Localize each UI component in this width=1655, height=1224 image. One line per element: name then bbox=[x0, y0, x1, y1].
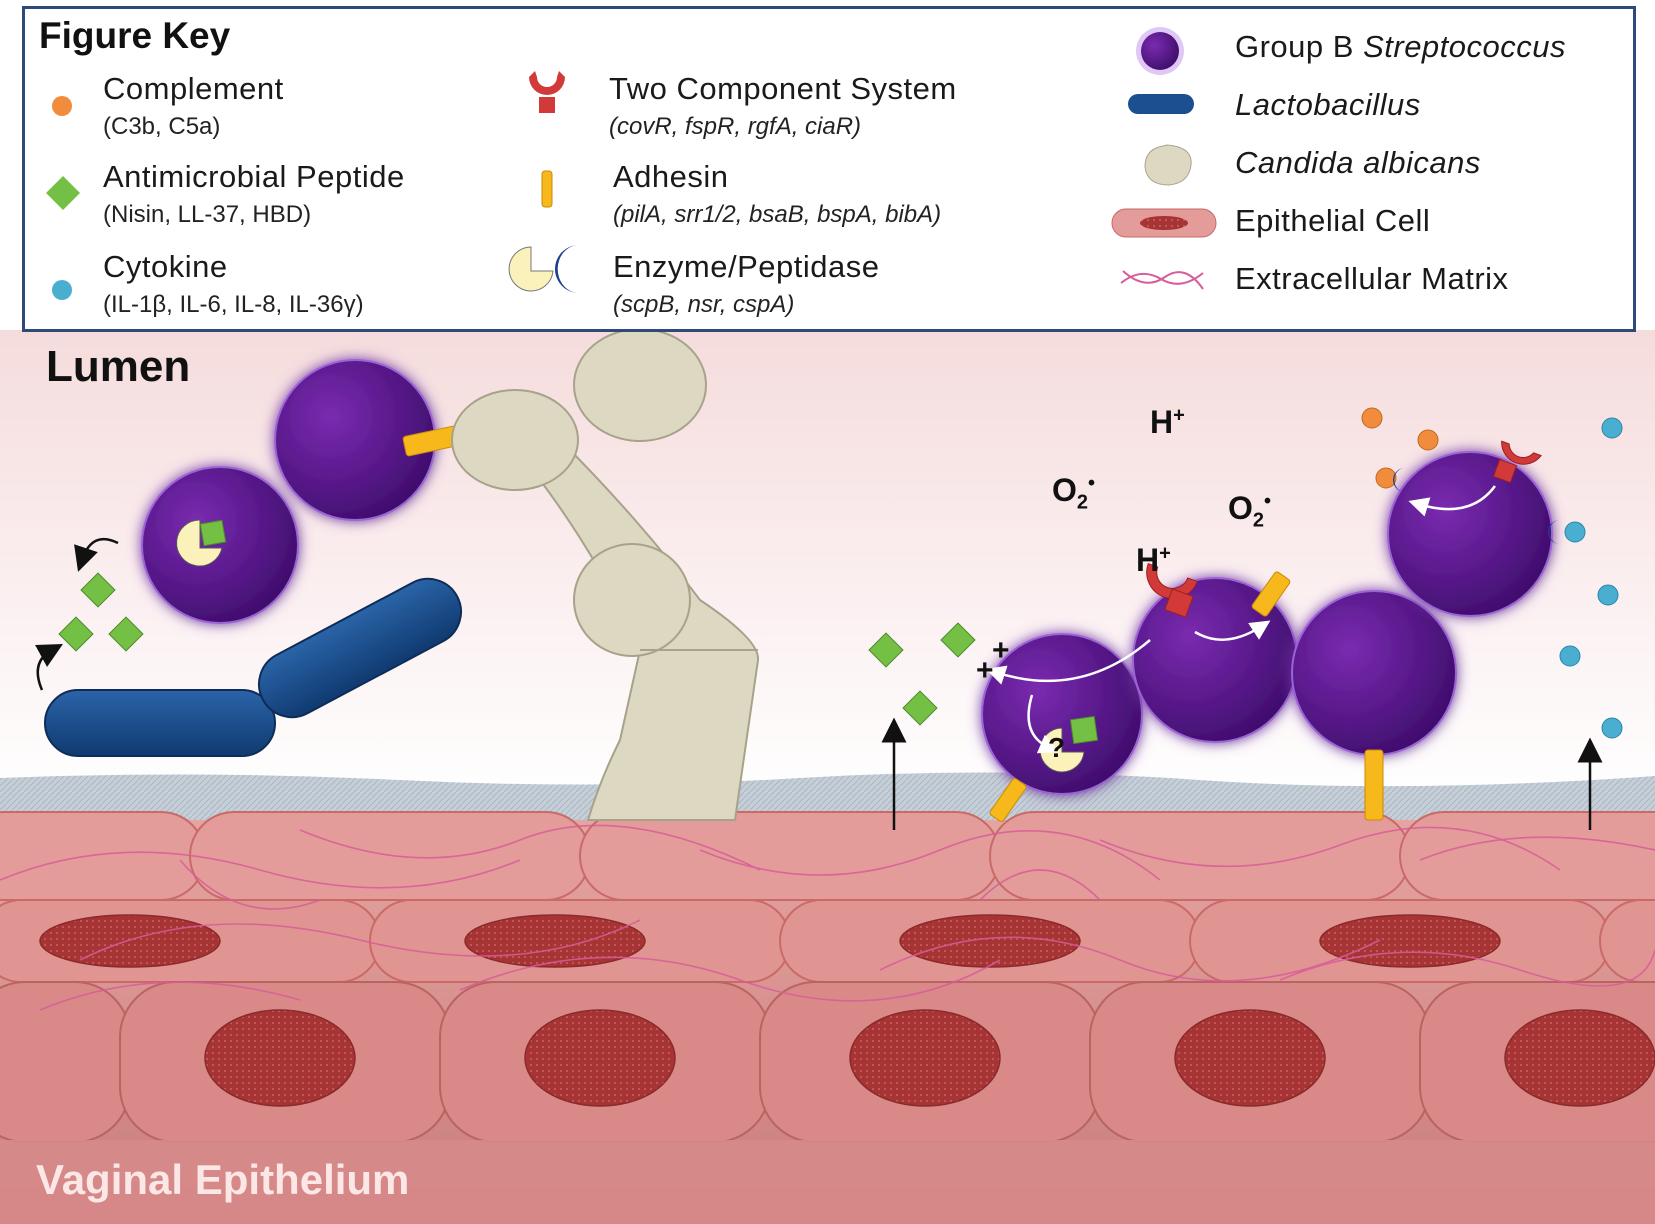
extracellular-matrix-icon bbox=[1120, 270, 1204, 290]
antimicrobial-peptide-icon bbox=[46, 176, 80, 210]
enzyme-inside-gbs-left bbox=[176, 519, 223, 567]
key-label-gbs-plain: Group B bbox=[1235, 29, 1354, 64]
signal-arrow-3 bbox=[1194, 620, 1271, 641]
superoxide-subscript: 2 bbox=[1076, 491, 1089, 514]
positive-charge-2: + bbox=[976, 654, 994, 687]
key-label-gbs-italic: Streptococcus bbox=[1363, 29, 1567, 64]
key-label-epithelial-cell: Epithelial Cell bbox=[1235, 203, 1431, 238]
complement-icon bbox=[52, 96, 72, 116]
proton-label-1: H+ bbox=[1150, 404, 1185, 441]
antimicrobial-peptides-right bbox=[868, 622, 976, 726]
superoxide-dot: • bbox=[1264, 490, 1272, 513]
figure-key: Figure Key Complement (C3b, C5a) Antimic… bbox=[22, 6, 1636, 332]
two-component-system-mid bbox=[1146, 562, 1198, 618]
superoxide-subscript: 2 bbox=[1252, 509, 1265, 532]
proton-label-2: H+ bbox=[1136, 542, 1171, 579]
gbs-cell-right-1 bbox=[981, 633, 1143, 795]
proton-symbol: H bbox=[1136, 542, 1160, 578]
lactobacillus-rod-1 bbox=[44, 689, 276, 757]
key-label-antimicrobial-peptide: Antimicrobial Peptide bbox=[103, 159, 405, 194]
key-sub-antimicrobial-peptide: (Nisin, LL-37, HBD) bbox=[103, 201, 312, 228]
curved-arrow-left-top bbox=[74, 537, 119, 572]
antimicrobial-peptides-left bbox=[58, 572, 144, 652]
key-sub-adhesin: (pilA, srr1/2, bsaB, bspA, bibA) bbox=[613, 201, 942, 228]
cytokine-icon bbox=[52, 280, 72, 300]
candida-albicans-hypha bbox=[451, 328, 760, 821]
epithelial-layer-top bbox=[0, 811, 1655, 901]
gbs-cell-right-4 bbox=[1387, 451, 1553, 617]
cytokine-molecules bbox=[1559, 417, 1623, 739]
extracellular-matrix bbox=[0, 824, 1655, 1011]
two-component-system-top bbox=[1492, 440, 1542, 484]
key-label-enzyme-peptidase: Enzyme/Peptidase bbox=[613, 249, 880, 284]
positive-charge-1: + bbox=[992, 634, 1010, 667]
signal-arrow-4 bbox=[1408, 485, 1497, 517]
peptide-inside-gbs-right bbox=[1069, 715, 1099, 745]
signal-arrow-1 bbox=[985, 639, 1151, 685]
proton-symbol: H bbox=[1150, 404, 1174, 440]
gbs-cell-left-1 bbox=[141, 466, 299, 624]
key-sub-complement: (C3b, C5a) bbox=[103, 113, 221, 140]
epithelial-nuclei-middle bbox=[39, 914, 1501, 968]
superoxide-symbol: O bbox=[1052, 472, 1077, 508]
proton-charge: + bbox=[1173, 404, 1185, 427]
superoxide-label-1: O2• bbox=[1052, 472, 1095, 514]
key-label-group-b-streptococcus: Group B Streptococcus bbox=[1235, 29, 1566, 65]
lumen-label: Lumen bbox=[46, 342, 191, 391]
key-label-two-component-system: Two Component System bbox=[609, 71, 957, 106]
candida-albicans-icon bbox=[1144, 144, 1192, 186]
vaginal-epithelium-label: Vaginal Epithelium bbox=[36, 1156, 410, 1203]
key-label-candida-albicans: Candida albicans bbox=[1235, 145, 1481, 180]
superoxide-symbol: O bbox=[1228, 490, 1253, 526]
superoxide-dot: • bbox=[1088, 472, 1096, 495]
signal-arrow-2 bbox=[1027, 694, 1060, 754]
superoxide-label-2: O2• bbox=[1228, 490, 1271, 532]
key-label-complement: Complement bbox=[103, 71, 284, 106]
two-component-system-icon bbox=[529, 71, 565, 113]
unknown-mechanism-mark: ? bbox=[1048, 732, 1066, 763]
key-label-adhesin: Adhesin bbox=[613, 159, 729, 194]
key-label-extracellular-matrix: Extracellular Matrix bbox=[1235, 261, 1509, 296]
figure-key-title: Figure Key bbox=[39, 15, 231, 56]
adhesin-right-2 bbox=[989, 778, 1027, 822]
lactobacillus-rod-2 bbox=[258, 577, 462, 719]
gbs-cell-right-3 bbox=[1291, 590, 1457, 756]
adhesin-right-1 bbox=[1251, 571, 1291, 617]
proton-charge: + bbox=[1159, 542, 1171, 565]
key-sub-cytokine: (IL-1β, IL-6, IL-8, IL-36γ) bbox=[103, 291, 364, 318]
key-label-cytokine: Cytokine bbox=[103, 249, 228, 284]
epithelial-cell-icon bbox=[1111, 208, 1217, 238]
epithelium-bottom-band bbox=[0, 1140, 1655, 1224]
group-b-streptococcus-icon bbox=[1136, 27, 1184, 75]
key-label-lactobacillus: Lactobacillus bbox=[1235, 87, 1421, 122]
key-sub-enzyme-peptidase: (scpB, nsr, cspA) bbox=[613, 291, 795, 318]
curved-arrow-left-bottom bbox=[35, 644, 63, 691]
key-sub-two-component-system: (covR, fspR, rgfA, ciaR) bbox=[609, 113, 862, 140]
complement-molecules bbox=[1361, 407, 1439, 489]
peptide-inside-gbs-left bbox=[199, 519, 227, 547]
adhesin-icon bbox=[541, 170, 553, 208]
adhesin-right-3 bbox=[1364, 749, 1384, 821]
lactobacillus-icon bbox=[1128, 94, 1194, 114]
epithelial-nuclei-bottom bbox=[204, 1009, 1655, 1107]
enzyme-peptidase-icon bbox=[508, 245, 579, 293]
mucus-layer bbox=[0, 772, 1655, 820]
